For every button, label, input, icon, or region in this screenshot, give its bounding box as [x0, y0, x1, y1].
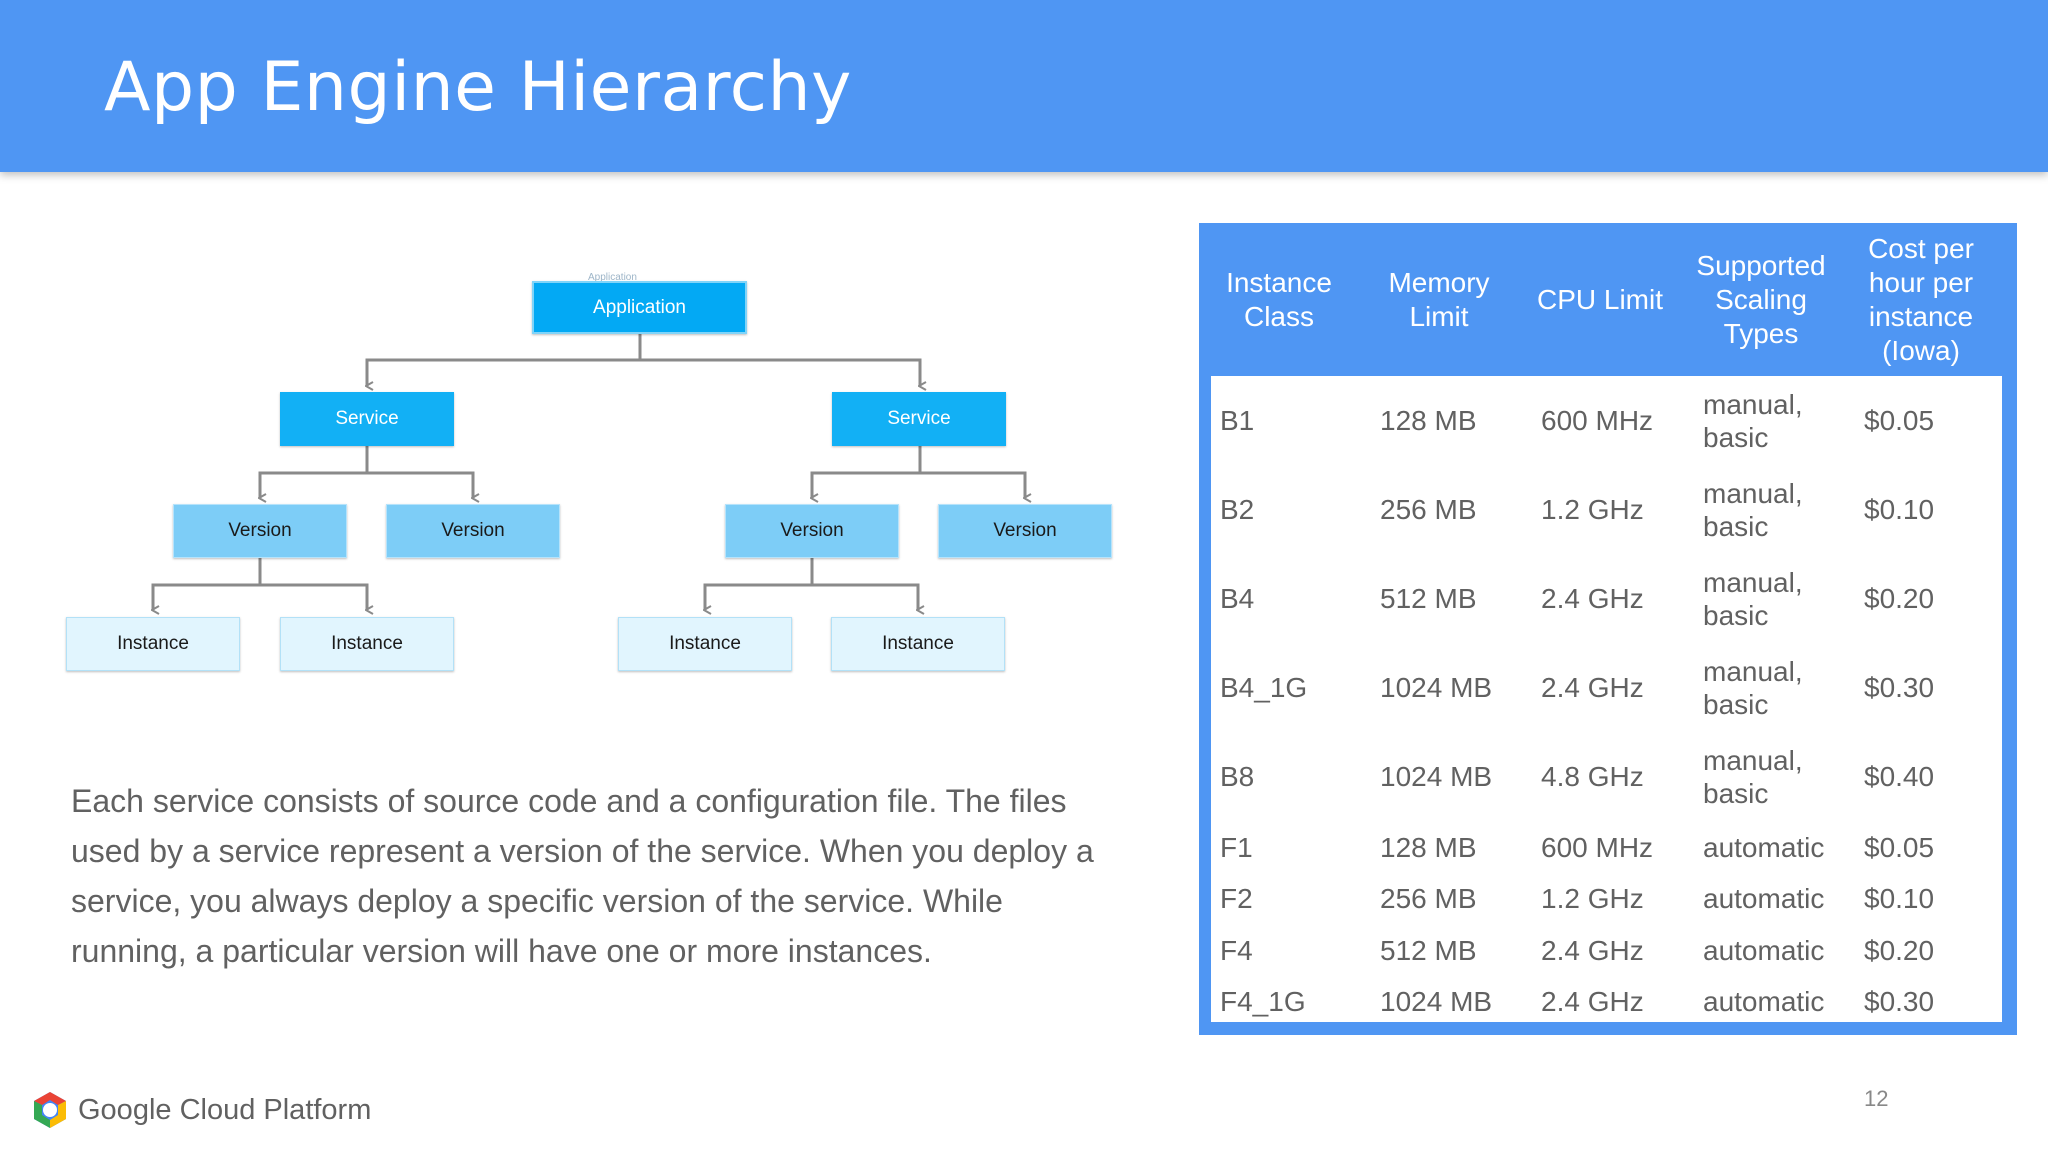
node-application: Application: [532, 281, 747, 334]
node-instance: Instance: [66, 617, 240, 671]
table-cell: B8: [1220, 761, 1255, 792]
table-cell: manual, basic: [1703, 388, 1803, 453]
table-header-cell: Cost per hour per instance (Iowa): [1868, 232, 1974, 366]
table-cell: 256 MB: [1380, 883, 1477, 914]
table-cell: $0.20: [1864, 934, 1935, 966]
table-cell: $0.30: [1864, 672, 1935, 703]
page-number: 12: [1864, 1086, 1889, 1111]
google-cloud-hexagon-icon: [34, 1092, 66, 1128]
footer-brand: Google Cloud Platform: [78, 1094, 372, 1126]
table-cell: 1024 MB: [1380, 761, 1493, 792]
hierarchy-diagram: Application Application Service Service …: [0, 0, 1160, 700]
table-header-cell: Supported Scaling Types: [1696, 249, 1826, 349]
table-cell: $0.10: [1864, 883, 1935, 914]
table-cell: F1: [1220, 831, 1253, 863]
table-cell: B1: [1220, 405, 1255, 436]
table-cell: $0.05: [1864, 831, 1935, 863]
table-cell: $0.10: [1864, 494, 1935, 525]
node-service: Service: [280, 392, 454, 446]
table-cell: manual, basic: [1703, 477, 1803, 542]
table-cell: F2: [1220, 883, 1253, 914]
table-cell: automatic: [1703, 934, 1825, 966]
table-cell: 1.2 GHz: [1541, 494, 1644, 525]
table-cell: automatic: [1703, 831, 1825, 863]
table-header-cell: CPU Limit: [1536, 283, 1663, 315]
table-body: B1 128 MB 600 MHz manual, basic $0.05 B2…: [1211, 376, 2002, 1022]
table-cell: F4: [1220, 934, 1253, 966]
table-cell: automatic: [1703, 883, 1825, 914]
node-version: Version: [938, 504, 1112, 558]
table-cell: 128 MB: [1380, 831, 1477, 863]
table-cell: $0.40: [1864, 761, 1935, 792]
table-cell: 2.4 GHz: [1541, 934, 1644, 966]
application-ghost-label: Application: [588, 272, 637, 283]
node-instance: Instance: [831, 617, 1005, 671]
table-cell: 2.4 GHz: [1541, 672, 1644, 703]
slide-header: App Engine Hierarchy: [0, 0, 2048, 172]
table-cell: 1024 MB: [1380, 672, 1493, 703]
table-cell: B2: [1220, 494, 1255, 525]
table-cell: 2.4 GHz: [1541, 583, 1644, 614]
table-cell: B4_1G: [1220, 672, 1308, 703]
table-cell: 1024 MB: [1380, 986, 1493, 1017]
table-cell: manual, basic: [1703, 744, 1803, 809]
node-version: Version: [725, 504, 899, 558]
table-cell: 256 MB: [1380, 494, 1477, 525]
table-cell: manual, basic: [1703, 655, 1803, 720]
table-cell: 1.2 GHz: [1541, 883, 1644, 914]
table-cell: 512 MB: [1380, 583, 1477, 614]
node-version: Version: [386, 504, 560, 558]
table-header-cell: Memory Limit: [1388, 266, 1490, 332]
table-cell: $0.30: [1864, 986, 1935, 1017]
table-cell: manual, basic: [1703, 566, 1803, 631]
table-cell: B4: [1220, 583, 1255, 614]
table-cell: 4.8 GHz: [1541, 761, 1644, 792]
table-cell: 600 MHz: [1541, 405, 1654, 436]
description-paragraph: Each service consists of source code and…: [71, 783, 1094, 969]
connector-lines: [0, 334, 1160, 700]
table-cell: 512 MB: [1380, 934, 1477, 966]
node-version: Version: [173, 504, 347, 558]
table-header-cell: Instance Class: [1226, 266, 1332, 332]
table-cell: $0.20: [1864, 583, 1935, 614]
table-cell: F4_1G: [1220, 986, 1306, 1017]
table-cell: automatic: [1703, 986, 1825, 1017]
node-service: Service: [832, 392, 1006, 446]
table-cell: 2.4 GHz: [1541, 986, 1644, 1017]
table-cell: 600 MHz: [1541, 831, 1654, 863]
table-cell: 128 MB: [1380, 405, 1477, 436]
table-cell: $0.05: [1864, 405, 1935, 436]
slide-title: App Engine Hierarchy: [104, 48, 852, 127]
instance-class-table: Instance Class Memory Limit CPU Limit Su…: [1199, 223, 2017, 1035]
node-instance: Instance: [618, 617, 792, 671]
node-instance: Instance: [280, 617, 454, 671]
